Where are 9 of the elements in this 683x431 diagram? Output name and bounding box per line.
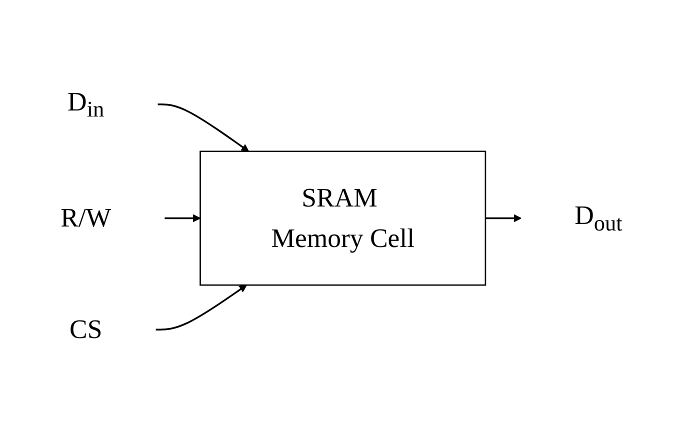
arrow (164, 214, 201, 222)
arrow (158, 103, 250, 152)
node-text: D$_{in}$ (68, 86, 104, 122)
arrow (156, 284, 247, 330)
node-text: CS (70, 314, 102, 344)
arrow (485, 214, 522, 222)
node-box: SRAM Memory Cell (200, 150, 486, 286)
node-text: R/W (60, 203, 112, 233)
node-text: D$_{out}$ (574, 200, 622, 236)
